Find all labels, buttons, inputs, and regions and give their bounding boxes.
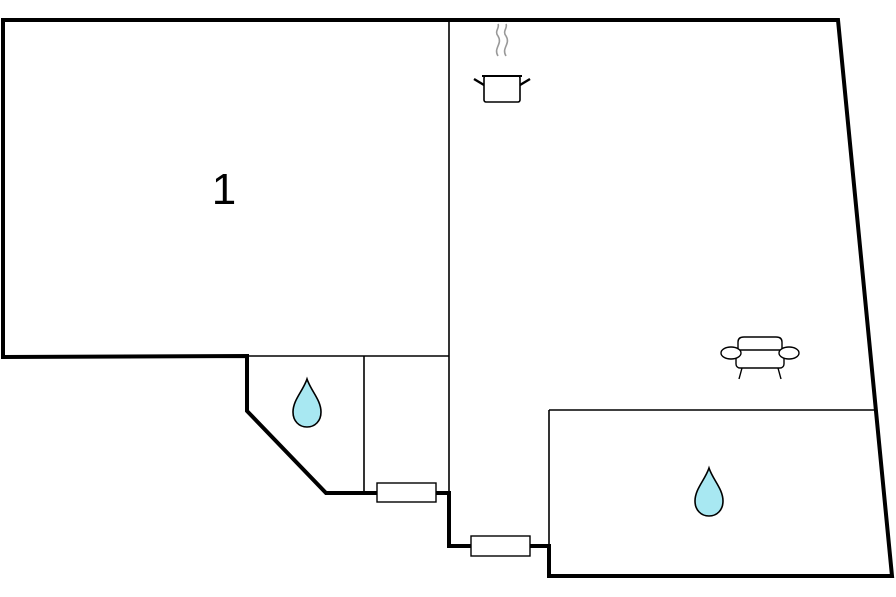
room-1-label: 1 [212, 165, 236, 214]
water-drop-icon [292, 376, 322, 428]
steam-line [503, 23, 509, 57]
pot-body [483, 75, 521, 103]
sofa-icon [720, 336, 800, 380]
outer-walls [0, 18, 895, 578]
water-drop-icon [694, 465, 724, 517]
cooking-pot-icon [473, 23, 531, 103]
pot-handle-left [473, 77, 485, 87]
sofa-leg-left [738, 367, 743, 380]
interior-walls [247, 20, 875, 546]
sofa-seat [735, 349, 785, 369]
sofa-leg-right [777, 367, 782, 380]
window-entry [470, 535, 531, 557]
steam-line [495, 23, 501, 57]
sofa-arm-left [720, 346, 742, 360]
sofa-arm-right [778, 346, 800, 360]
outer-wall-step-left [434, 491, 473, 548]
outer-wall-lower-left [0, 353, 379, 495]
sofa-back [737, 336, 783, 350]
windows [376, 482, 531, 557]
pot-handle-right [519, 77, 531, 87]
window-wc [376, 482, 437, 503]
